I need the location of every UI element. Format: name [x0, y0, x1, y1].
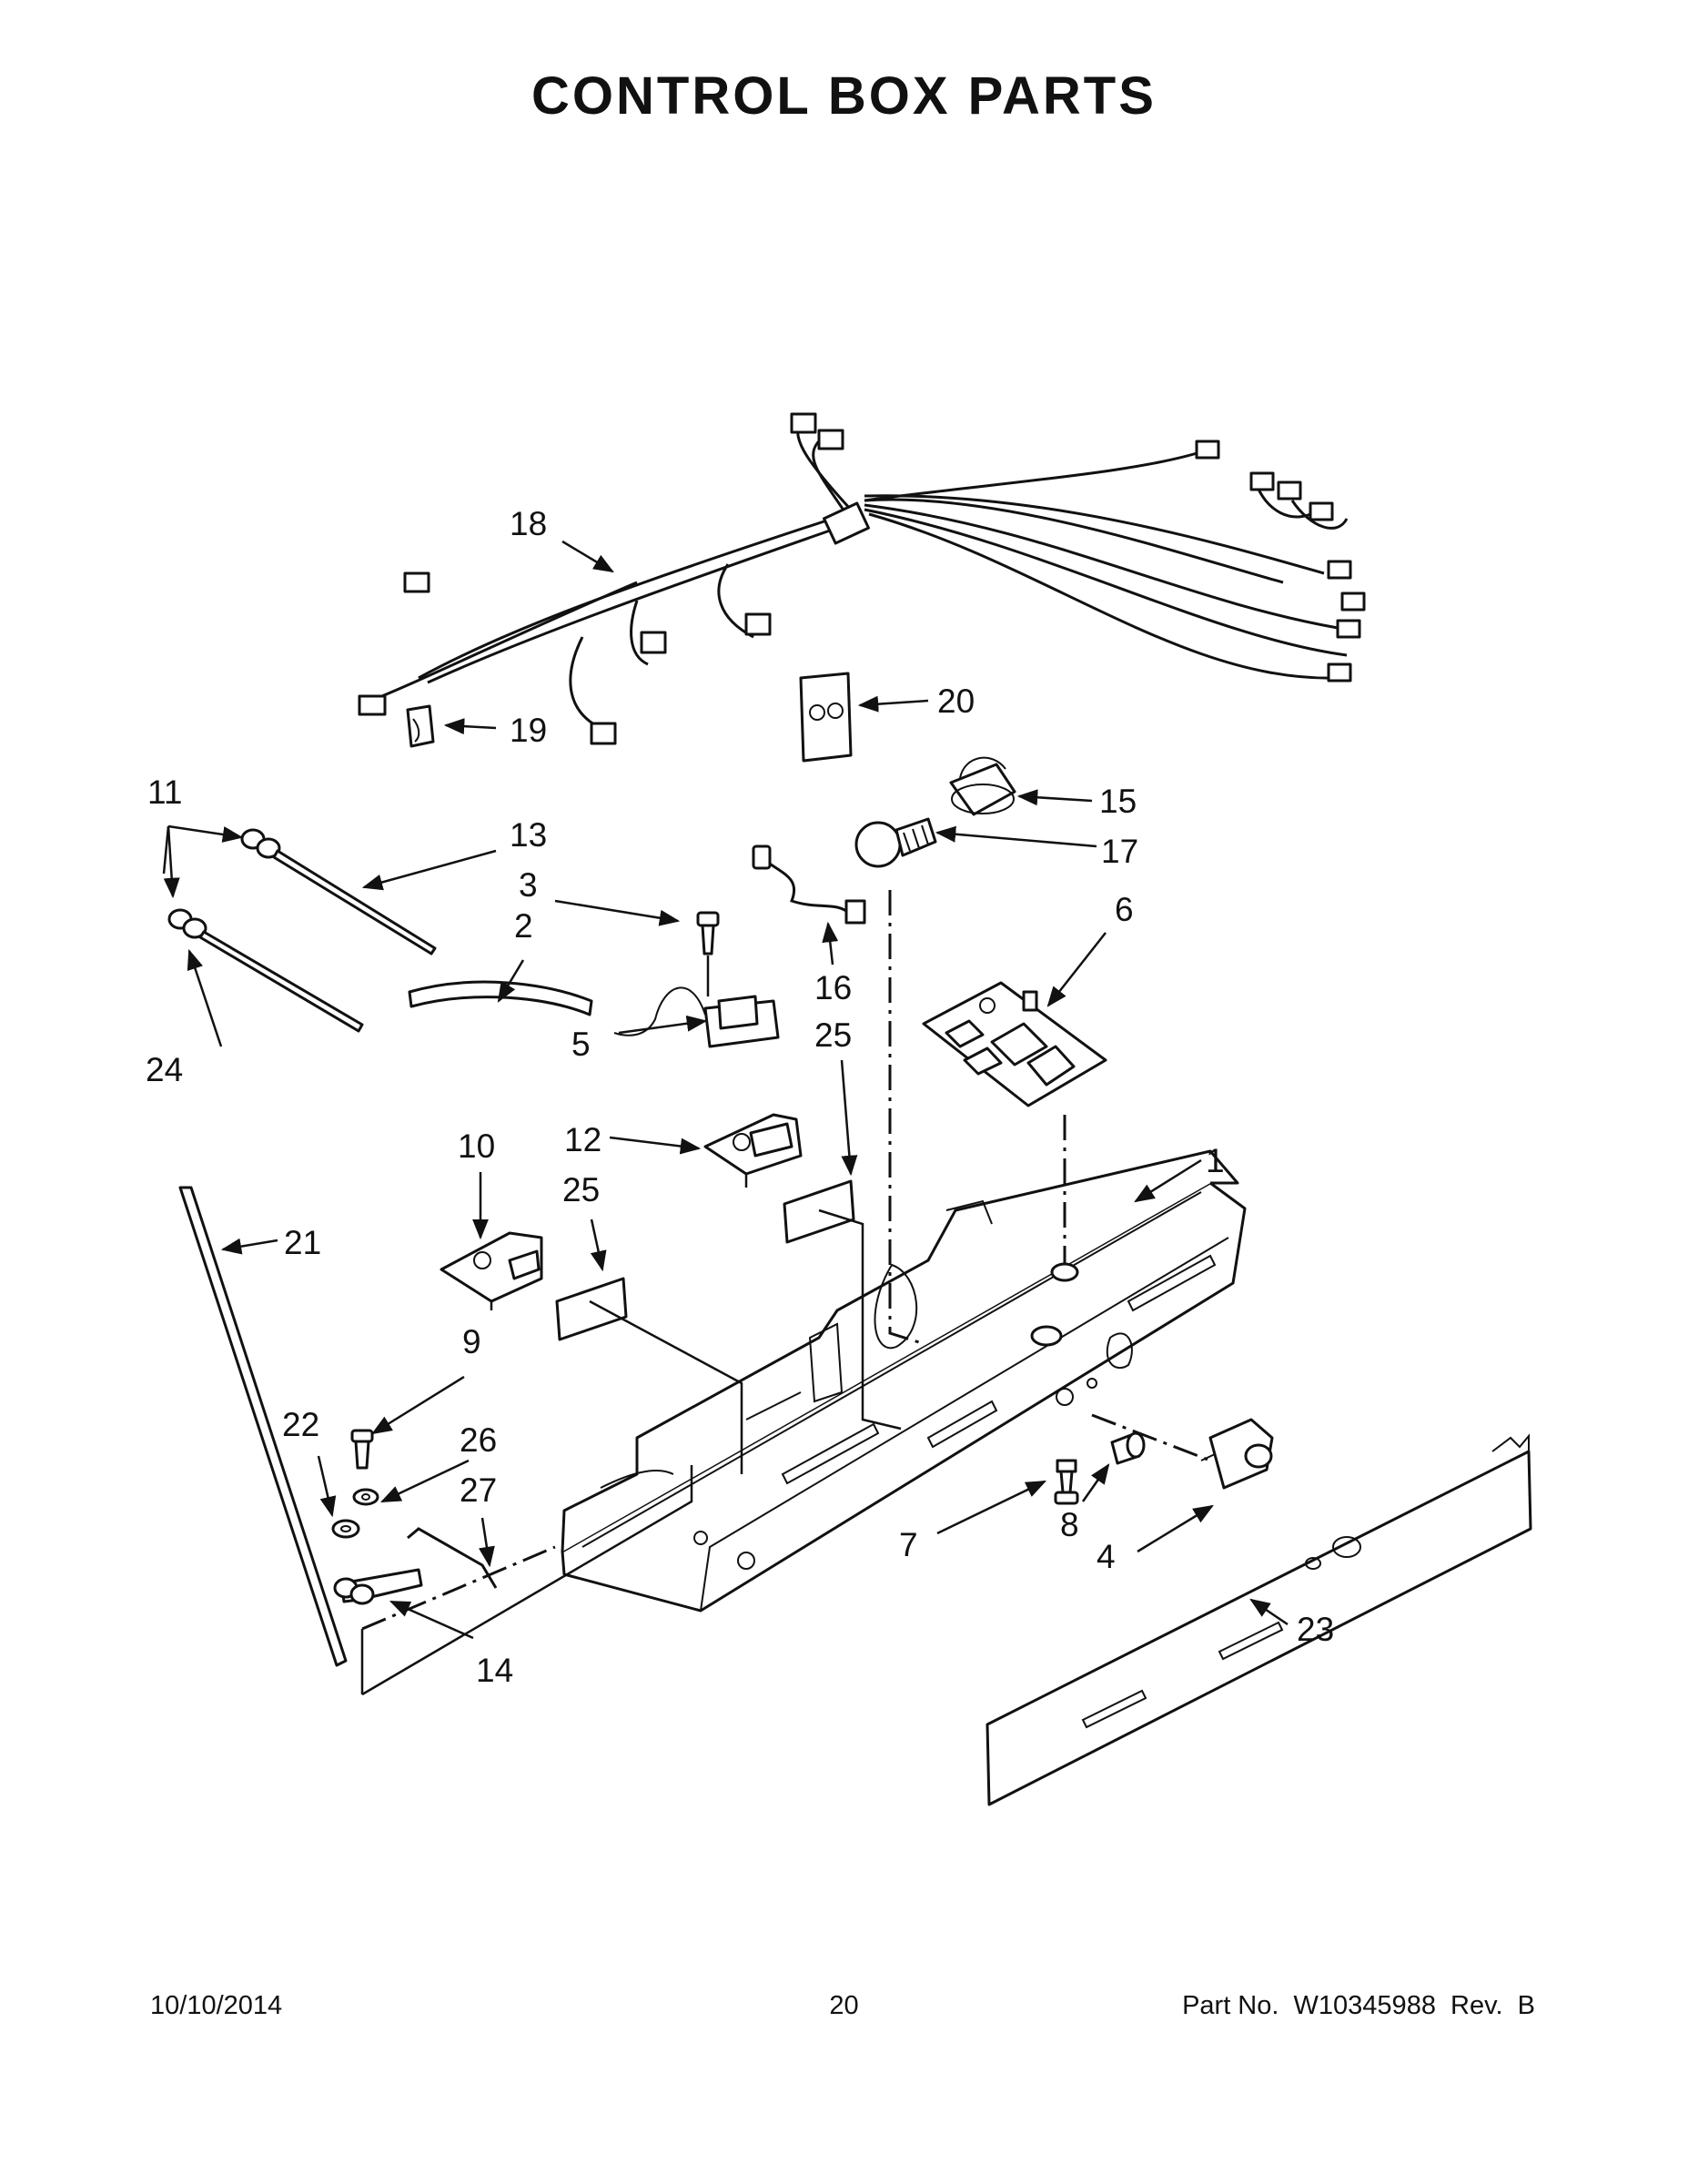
page-title: CONTROL BOX PARTS [531, 66, 1157, 126]
bracket-part-12 [703, 1113, 803, 1188]
callout-20: 20 [937, 682, 975, 720]
callout-24: 24 [146, 1051, 183, 1088]
rod-part-21 [178, 1186, 348, 1667]
footer-page-number: 20 [829, 1991, 859, 2020]
control-box-housing-part-1 [561, 1149, 1247, 1613]
callout-17: 17 [1101, 833, 1138, 870]
callout-arrows [162, 540, 1289, 1640]
wire-spring-part-27 [407, 1527, 498, 1589]
footer-part-number: Part No. W10345988 Rev. B [1182, 1991, 1535, 2020]
callout-11: 11 [147, 774, 182, 811]
light-bulb-part-17 [854, 817, 937, 868]
bracket-part-10 [440, 1231, 543, 1310]
callout-26: 26 [460, 1421, 497, 1459]
callout-2: 2 [514, 907, 533, 945]
rod-part-13 [272, 849, 437, 956]
switch-part-5 [613, 986, 780, 1048]
callout-3: 3 [519, 866, 538, 904]
pad-part-20 [799, 672, 853, 763]
callout-21: 21 [284, 1224, 321, 1261]
callout-13: 13 [510, 816, 547, 854]
callout-15: 15 [1099, 783, 1137, 820]
tube-part-2 [408, 980, 593, 1016]
callout-9: 9 [462, 1323, 481, 1360]
front-panel-part-23 [986, 1433, 1532, 1806]
wire-jumper-part-16 [752, 844, 866, 925]
callout-18: 18 [510, 505, 547, 542]
screw-part-7 [1054, 1459, 1079, 1505]
wire-harness-part-18 [358, 412, 1366, 745]
control-board-part-6 [922, 981, 1107, 1107]
callout-19: 19 [510, 712, 547, 749]
callout-12: 12 [564, 1121, 601, 1158]
grommets-part-11 [167, 828, 281, 939]
callout-labels: 1 2 3 4 5 6 7 8 9 10 11 12 13 14 15 16 1… [146, 505, 1334, 1689]
assembly-guide-lines [360, 890, 1211, 1696]
footer-date: 10/10/2014 [150, 1991, 283, 2020]
callout-25-lower: 25 [562, 1171, 600, 1208]
clip-part-19 [406, 704, 435, 748]
bushing-part-22 [331, 1519, 360, 1539]
callout-10: 10 [458, 1127, 495, 1165]
callout-8: 8 [1060, 1506, 1079, 1543]
thermostat-part-4 [1200, 1418, 1274, 1490]
knob-part-8 [1110, 1431, 1146, 1465]
callout-27: 27 [460, 1471, 497, 1509]
screw-part-9 [350, 1429, 374, 1470]
lamp-socket-part-15 [949, 756, 1016, 816]
callout-6: 6 [1115, 891, 1134, 928]
callout-22: 22 [282, 1406, 319, 1443]
bracket-part-14 [333, 1568, 423, 1605]
callout-1: 1 [1206, 1142, 1225, 1179]
callout-7: 7 [899, 1526, 918, 1563]
washer-part-26 [352, 1488, 379, 1506]
callout-14: 14 [476, 1652, 513, 1689]
rod-part-24 [198, 930, 364, 1033]
label-part-25-upper [783, 1179, 855, 1244]
callout-23: 23 [1297, 1611, 1334, 1648]
label-part-25-lower [555, 1277, 628, 1341]
callout-5: 5 [571, 1026, 591, 1063]
callout-16: 16 [814, 969, 852, 1006]
callout-25-upper: 25 [814, 1016, 852, 1054]
screw-part-3 [696, 911, 720, 996]
callout-4: 4 [1097, 1538, 1116, 1575]
